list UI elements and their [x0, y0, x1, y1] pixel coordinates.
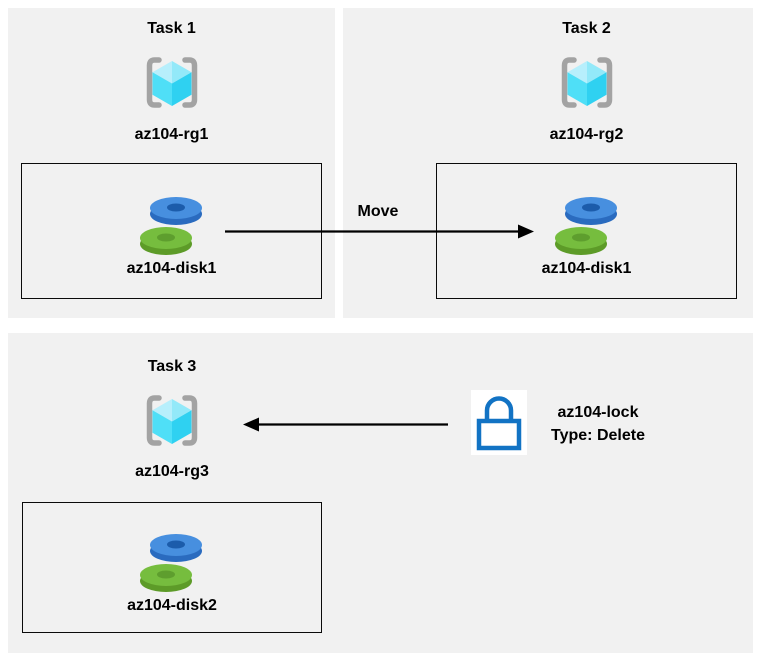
lock-type: Type: Delete	[551, 427, 645, 444]
task3-resource-group-label: az104-rg3	[135, 463, 209, 480]
task1-disk-label: az104-disk1	[126, 260, 217, 277]
task3-panel: Task 3 az104-rg3 az104-disk2	[8, 333, 753, 653]
resource-group-icon	[143, 54, 201, 112]
task1-column: Task 1 az104-rg1 az104-disk1	[21, 8, 322, 318]
resource-group-icon	[143, 392, 201, 450]
lock-icon-tile	[471, 390, 527, 455]
task3-title: Task 3	[147, 358, 197, 375]
task2-panel: Task 2 az104-rg2 az104-disk1	[343, 8, 753, 318]
disk-icon	[139, 197, 202, 255]
lock-icon	[476, 396, 522, 451]
disk-icon	[554, 197, 617, 255]
task3-column: Task 3 az104-rg3 az104-disk2	[22, 333, 322, 653]
task2-column: Task 2 az104-rg2 az104-disk1	[436, 8, 737, 318]
lock-arrow	[243, 417, 448, 432]
task1-title: Task 1	[147, 20, 196, 37]
task3-disk-label: az104-disk2	[127, 596, 217, 614]
move-arrow	[225, 224, 534, 239]
lock-name: az104-lock	[557, 404, 639, 421]
task2-title: Task 2	[562, 20, 611, 37]
task3-resource-box: az104-disk2	[22, 502, 322, 633]
lock-caption: az104-lock Type: Delete	[533, 401, 663, 447]
disk-icon	[140, 533, 202, 592]
resource-group-icon	[558, 54, 616, 112]
task1-resource-group-label: az104-rg1	[134, 126, 209, 143]
move-arrow-label: Move	[357, 203, 399, 220]
task2-disk-label: az104-disk1	[541, 260, 632, 277]
task2-resource-group-label: az104-rg2	[549, 126, 624, 143]
task1-panel: Task 1 az104-rg1 az104-disk1	[8, 8, 335, 318]
